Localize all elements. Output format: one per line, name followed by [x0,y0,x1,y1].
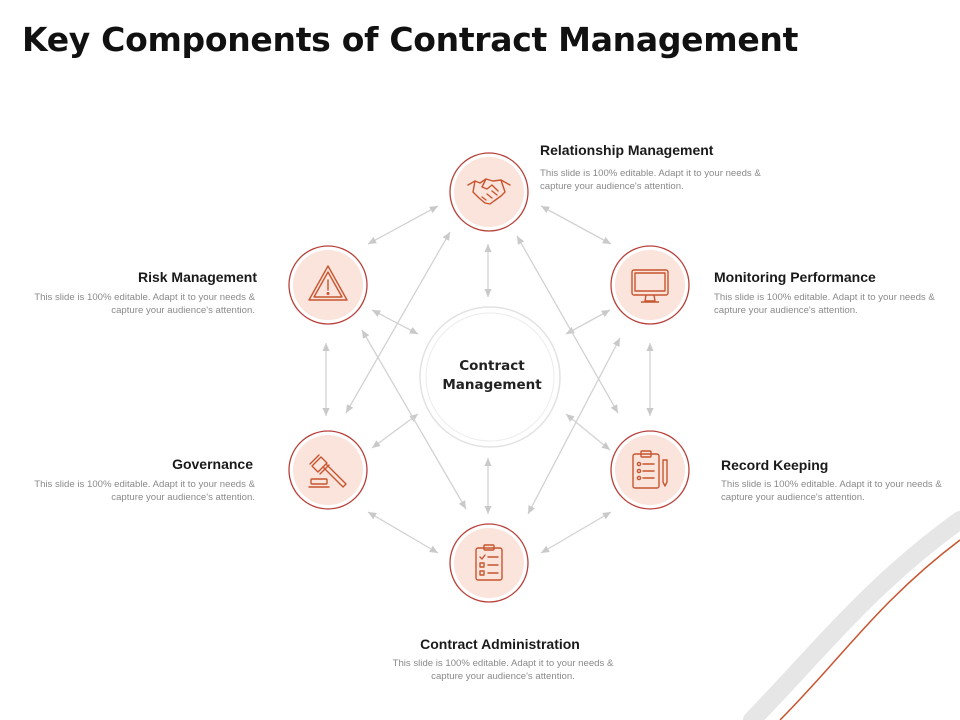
arrow-relationship-monitoring [540,205,612,245]
center-label: Contract Management [430,357,554,395]
label-risk-management: Risk Management [137,269,257,285]
warning-triangle-icon [308,265,348,301]
clipboard-list-icon [632,450,668,489]
arrow-record-administration [540,511,612,554]
node-monitoring-performance [610,245,690,325]
arrow-center-record [565,413,611,451]
node-relationship-management [449,152,529,232]
label-monitoring-performance: Monitoring Performance [714,269,876,285]
arrow-administration-governance [367,511,439,554]
page-title: Key Components of Contract Management [22,20,799,59]
desc-governance: This slide is 100% editable. Adapt it to… [34,479,255,503]
center-label-line1: Contract [459,358,525,374]
checklist-icon [475,544,503,581]
label-contract-administration: Contract Administration [420,636,580,652]
desc-risk-management: This slide is 100% editable. Adapt it to… [34,292,255,316]
arrow-center-monitoring [565,309,611,335]
decorative-swoosh-grey [743,511,960,720]
label-relationship-management: Relationship Management [540,142,714,158]
arrow-monitoring-administration [527,337,621,515]
node-governance [288,430,368,510]
desc-record-keeping: This slide is 100% editable. Adapt it to… [721,479,942,503]
arrow-center-governance [371,413,419,449]
desc-monitoring-performance: This slide is 100% editable. Adapt it to… [714,292,935,316]
arrow-center-risk [371,309,419,335]
node-risk-management [288,245,368,325]
center-label-line2: Management [442,377,542,393]
arrow-risk-administration [361,329,467,510]
decorative-swoosh-orange [779,539,960,720]
monitor-icon [631,269,669,303]
label-record-keeping: Record Keeping [721,457,829,473]
label-governance: Governance [172,456,253,472]
node-record-keeping [610,430,690,510]
node-contract-administration [449,523,529,603]
arrow-risk-relationship [367,205,439,245]
desc-relationship-management: This slide is 100% editable. Adapt it to… [540,168,761,192]
gavel-icon [308,454,347,488]
handshake-icon [467,178,511,205]
desc-contract-administration: This slide is 100% editable. Adapt it to… [392,658,614,682]
center-circle-inner [425,312,555,442]
